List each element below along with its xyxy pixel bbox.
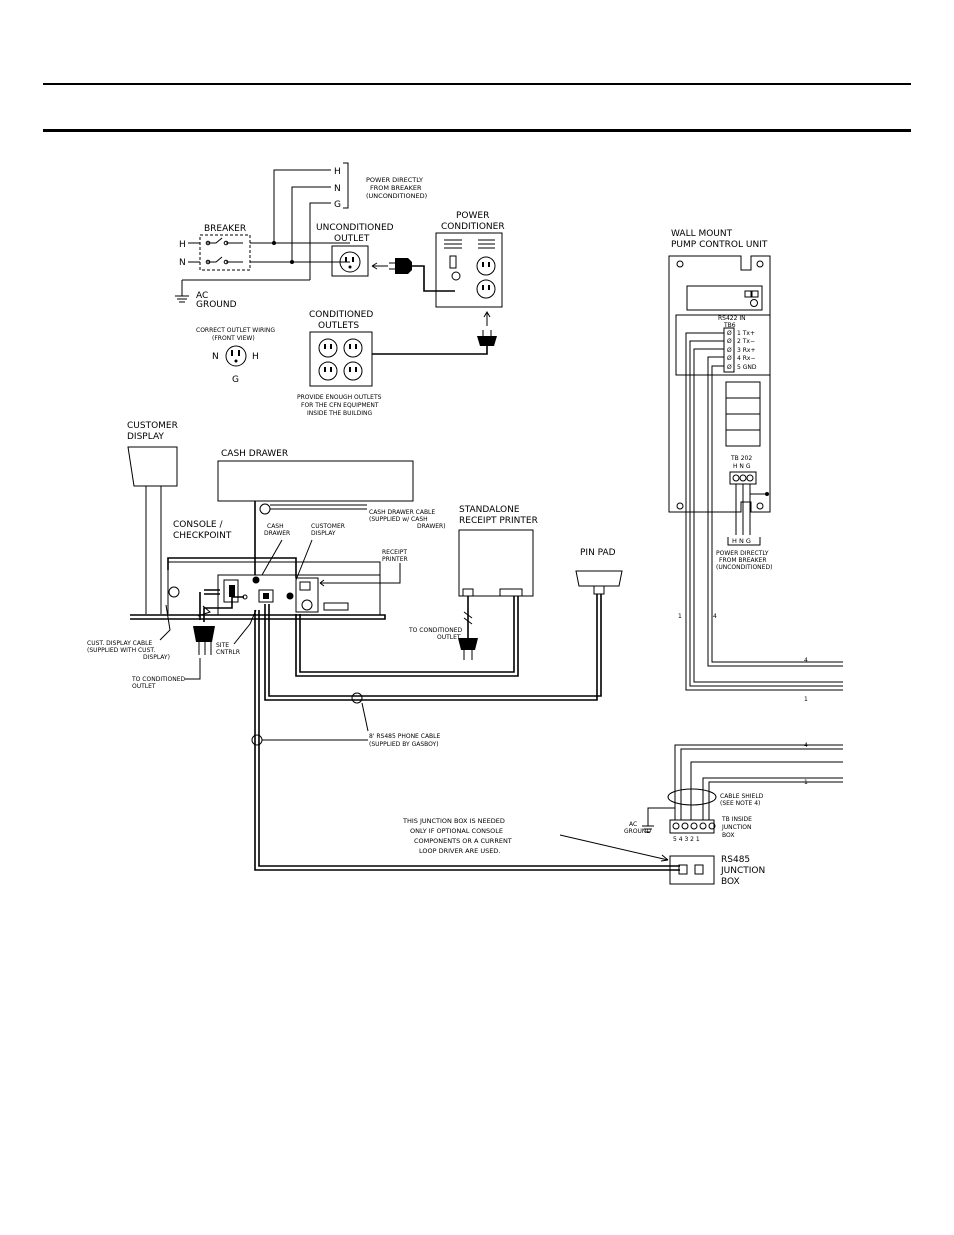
junction-wire-1: 1: [804, 779, 808, 786]
pump-control-unit: WALL MOUNT PUMP CONTROL UNIT RS422 IN TB…: [668, 229, 843, 703]
outlet-front-view: [225, 345, 247, 367]
svg-text:Ø: Ø: [727, 355, 732, 362]
wiring-h-label: H: [252, 352, 259, 362]
correct-wiring-label: CORRECT OUTLET WIRING (FRONT VIEW): [196, 327, 277, 342]
junction-wire-4: 4: [804, 742, 808, 749]
pump-wire-1-end: 1: [804, 696, 808, 703]
power-h-label: H: [334, 167, 341, 177]
tb202-label: TB 202: [730, 455, 752, 462]
pump-display: [686, 285, 763, 311]
breaker-h-label: H: [179, 240, 186, 250]
receipt-printer-port-label: RECEIPT PRINTER: [382, 549, 409, 563]
tb-inside-label: TB INSIDE JUNCTION BOX: [721, 816, 754, 839]
svg-text:Ø: Ø: [727, 330, 732, 337]
junction-ac-ground-label: AC GROUND: [624, 821, 651, 835]
customer-display-label: CUSTOMER DISPLAY: [127, 421, 181, 442]
printer-conditioned-outlet-label: TO CONDITIONED OUTLET: [408, 627, 464, 641]
power-note: POWER DIRECTLY FROM BREAKER (UNCONDITION…: [366, 176, 427, 200]
cable-shield-label: CABLE SHIELD (SEE NOTE 4): [720, 793, 765, 807]
breaker-label: BREAKER: [204, 224, 246, 234]
console-checkpoint-label: CONSOLE / CHECKPOINT: [173, 520, 232, 541]
power-section: H N G POWER DIRECTLY FROM BREAKER (UNCON…: [175, 162, 505, 417]
junction-box-label: RS485 JUNCTION BOX: [720, 855, 768, 887]
console-section: CUSTOMER DISPLAY CASH DRAWER CASH DRAWER…: [87, 421, 680, 871]
to-conditioned-outlet-label: TO CONDITIONED OUTLET: [131, 676, 187, 690]
svg-text:1 Tx+: 1 Tx+: [737, 330, 755, 337]
phone-cable-label: 8' RS485 PHONE CABLE (SUPPLIED BY GASBOY…: [369, 733, 442, 748]
standalone-printer-label: STANDALONE RECEIPT PRINTER: [459, 505, 538, 526]
rs422-label: RS422 IN: [718, 315, 746, 322]
header-rule: [43, 129, 911, 132]
tb6-label: TB6: [723, 322, 736, 329]
pump-hng-bottom: H N G: [732, 537, 751, 545]
breaker-n-label: N: [179, 258, 186, 268]
cash-drawer-cable-label: CASH DRAWER CABLE (SUPPLIED w/ CASH DRAW…: [369, 509, 446, 530]
junction-section: 4 1 CABLE SHIELD (SEE NOTE 4) AC GROUND …: [402, 742, 843, 887]
svg-text:5 GND: 5 GND: [737, 364, 757, 371]
svg-text:2 Tx−: 2 Tx−: [737, 338, 755, 345]
rs422-terminals: Ø Ø Ø Ø Ø 1 Tx+ 2 Tx− 3 Rx+ 4 Rx− 5 GND: [727, 330, 757, 371]
pin-pad-label: PIN PAD: [580, 548, 616, 558]
cust-display-cable-label: CUST. DISPLAY CABLE (SUPPLIED WITH CUST.…: [87, 640, 170, 661]
junction-note: THIS JUNCTION BOX IS NEEDED ONLY IF OPTI…: [402, 817, 514, 855]
ac-ground-label: AC GROUND: [196, 291, 237, 310]
power-n-label: N: [334, 184, 341, 194]
svg-text:Ø: Ø: [727, 347, 732, 354]
power-conditioner-label: POWER CONDITIONER: [441, 211, 505, 232]
top-rule: [43, 83, 911, 85]
junction-terminal-numbers: 5 4 3 2 1: [673, 836, 700, 843]
svg-text:Ø: Ø: [727, 364, 732, 371]
cash-drawer: [217, 460, 414, 502]
breaker-box: [199, 234, 251, 271]
pump-wire-1-label: 1: [678, 613, 682, 620]
customer-display-port-label: CUSTOMER DISPLAY: [311, 523, 347, 537]
svg-text:3 Rx+: 3 Rx+: [737, 347, 755, 354]
provide-outlets-note: PROVIDE ENOUGH OUTLETS FOR THE CFN EQUIP…: [297, 394, 383, 417]
pin-pad: [575, 570, 623, 587]
wiring-n-label: N: [212, 352, 219, 362]
rs485-junction-box: [669, 855, 715, 885]
power-g-label: G: [334, 200, 341, 210]
svg-text:Ø: Ø: [727, 338, 732, 345]
cash-drawer-label: CASH DRAWER: [221, 449, 288, 459]
tb202-hng: H N G: [733, 463, 751, 470]
site-cntrlr-label: SITE CNTRLR: [216, 642, 240, 656]
pump-power-note: POWER DIRECTLY FROM BREAKER (UNCONDITION…: [716, 550, 772, 571]
console-unit: [217, 574, 381, 616]
conditioned-outlets-label: CONDITIONED OUTLETS: [309, 310, 376, 331]
customer-display: [127, 446, 178, 487]
pump-control-title: WALL MOUNT PUMP CONTROL UNIT: [671, 229, 768, 250]
pump-wire-4-end: 4: [804, 657, 808, 664]
power-conditioner: [435, 232, 503, 308]
cash-drawer-port-label: CASH DRAWER: [264, 523, 290, 537]
unconditioned-outlet-label: UNCONDITIONED OUTLET: [316, 223, 396, 244]
svg-text:4 Rx−: 4 Rx−: [737, 355, 755, 362]
standalone-printer: [458, 529, 534, 597]
conditioned-outlets: [309, 331, 373, 387]
wiring-g-label: G: [232, 375, 239, 385]
pump-wire-4-label: 4: [713, 613, 717, 620]
unconditioned-outlet: [331, 245, 369, 277]
